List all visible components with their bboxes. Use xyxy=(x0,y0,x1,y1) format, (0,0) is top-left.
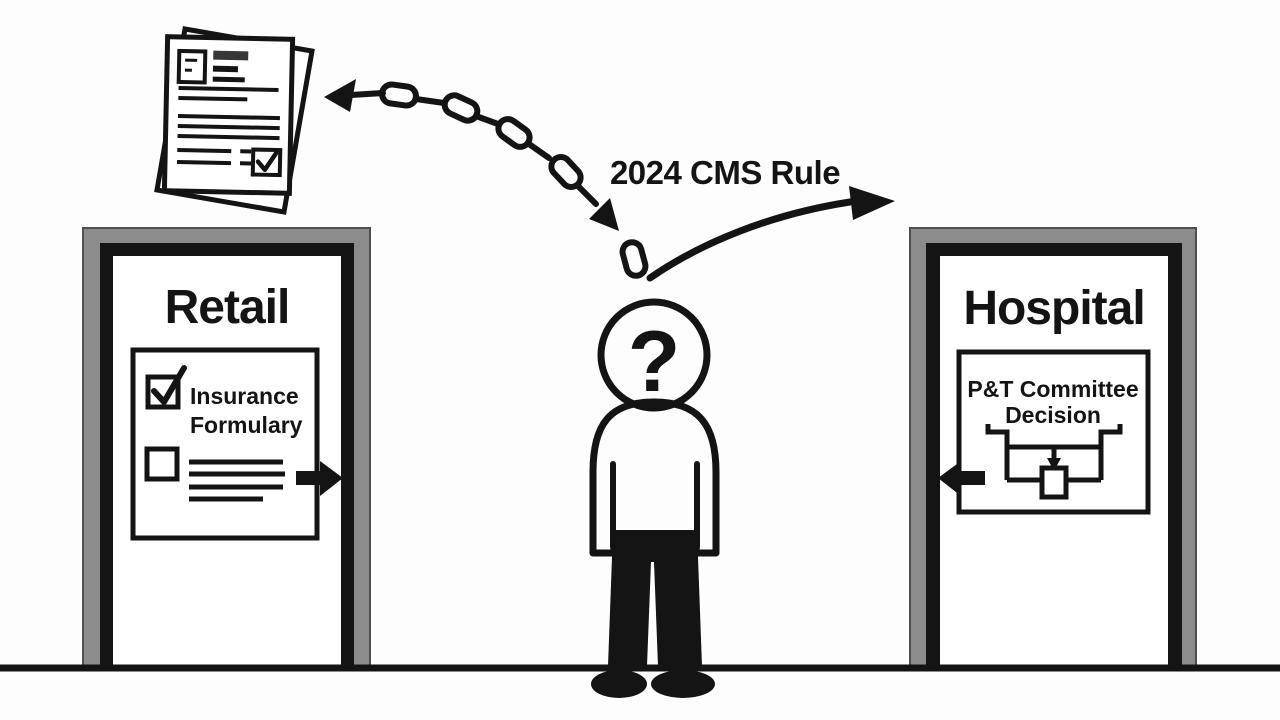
hospital-door-title: Hospital xyxy=(963,282,1144,335)
checkbox-empty-icon xyxy=(144,446,180,482)
paper-text-line xyxy=(177,113,280,121)
retail-sign: Insurance Formulary xyxy=(130,347,343,541)
question-mark-head xyxy=(597,298,711,412)
documents-icon xyxy=(154,26,315,215)
flowchart-decision-box xyxy=(1039,465,1069,500)
chain-segment xyxy=(526,141,552,161)
paper-text-line xyxy=(178,85,279,93)
hospital-sign-label-line2: Decision xyxy=(1005,402,1101,428)
person-left-shoe xyxy=(591,670,647,698)
hospital-sign-label-line1: P&T Committee xyxy=(967,376,1138,402)
paper-checkmark xyxy=(255,150,279,173)
hospital-sign: P&T Committee Decision xyxy=(938,349,1151,515)
curved-arrow-right-icon xyxy=(646,186,895,282)
flowchart-left-branch xyxy=(985,424,1010,480)
chain-segment xyxy=(575,183,599,207)
arrow-left-bar xyxy=(961,471,985,485)
person-torso xyxy=(589,398,720,557)
paper-header-bar xyxy=(212,65,239,73)
chain-segment xyxy=(413,96,447,106)
broken-chain-arrow-icon xyxy=(324,79,649,279)
flowchart-arrowhead xyxy=(1047,458,1061,471)
curved-arrow-shaft xyxy=(646,198,854,282)
paper-header-bar xyxy=(212,76,245,83)
retail-sign-label-line2: Formulary xyxy=(190,412,303,438)
hospital-door: Hospital P&T Committee Decision xyxy=(909,227,1197,668)
paper-text-line xyxy=(178,95,248,102)
person-pants xyxy=(608,530,702,666)
curved-arrowhead xyxy=(849,186,895,220)
arrow-right-head xyxy=(320,461,343,496)
chain-arrowhead-down xyxy=(589,198,619,231)
retail-door: Retail Insurance Formulary xyxy=(82,227,371,668)
paper-front-sheet xyxy=(161,34,296,196)
paper-text-line xyxy=(176,159,232,166)
paper-text-line xyxy=(177,133,280,141)
paper-text-line xyxy=(177,123,280,131)
person-right-shoe xyxy=(651,670,715,698)
cms-rule-label: 2024 CMS Rule xyxy=(610,154,840,191)
paper-text-line xyxy=(177,147,232,154)
retail-door-title: Retail xyxy=(165,281,290,334)
committee-flowchart-icon xyxy=(985,424,1123,500)
paper-photo-box xyxy=(176,48,208,85)
arrow-right-bar xyxy=(296,471,320,485)
chain-segment xyxy=(348,90,386,98)
flowchart-right-branch xyxy=(1098,424,1123,480)
arrow-right-icon xyxy=(296,461,343,496)
arrow-left-icon xyxy=(938,461,985,496)
question-mark-symbol: ? xyxy=(628,314,681,410)
arrow-left-head xyxy=(938,461,961,496)
chain-link-broken xyxy=(619,239,649,279)
chain-segment xyxy=(473,113,501,127)
paper-header-bar xyxy=(213,50,249,61)
person-figure: ? xyxy=(589,298,720,698)
chain-arrowhead-left xyxy=(324,79,356,112)
checkmark-icon xyxy=(151,365,187,405)
retail-sign-label-line1: Insurance xyxy=(190,383,299,409)
